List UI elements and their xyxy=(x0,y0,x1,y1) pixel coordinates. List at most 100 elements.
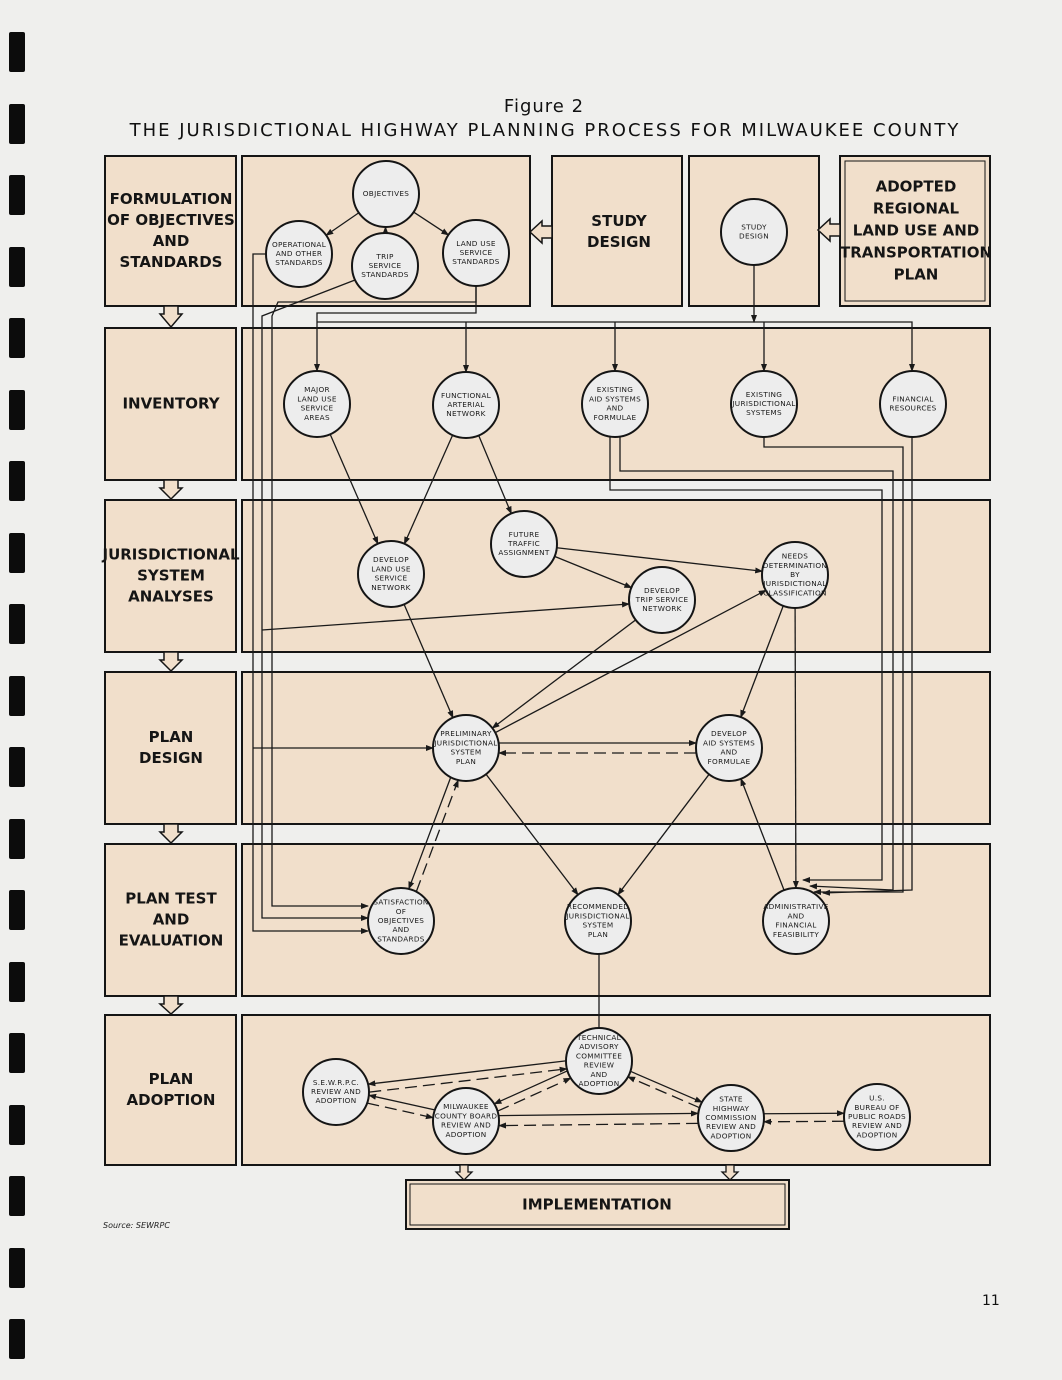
implementation-inner-border xyxy=(409,1183,786,1226)
edge-tac-to-county-board xyxy=(493,1070,568,1105)
stage-down-arrow-icon xyxy=(158,305,184,329)
node-objectives: OBJECTIVES xyxy=(352,160,420,228)
binding-mark xyxy=(9,1319,25,1359)
stage-box-plan-adoption xyxy=(104,1014,237,1166)
adopted-plan-box xyxy=(839,155,991,307)
edge-county-board-to-sewrpc xyxy=(368,1093,435,1111)
edge-satisfaction-to-preliminary xyxy=(415,779,459,892)
node-circle xyxy=(357,540,425,608)
adopted-plan-inner-border xyxy=(844,160,986,302)
edge-develop-aid-to-recommended xyxy=(617,773,710,896)
edge-state-highway-to-bpr xyxy=(763,1110,845,1117)
node-circle xyxy=(628,566,696,634)
binding-mark xyxy=(9,962,25,1002)
stage-box-formulation xyxy=(104,155,237,307)
connector-line xyxy=(609,436,883,883)
connector-line xyxy=(317,321,915,372)
stage-content-analyses xyxy=(241,499,991,653)
node-circle xyxy=(265,220,333,288)
node-label: OBJECTIVES xyxy=(363,189,410,198)
binding-mark xyxy=(9,1248,25,1288)
edge-state-highway-to-tac xyxy=(627,1076,700,1109)
stage-down-arrow-icon xyxy=(158,995,184,1016)
binding-mark xyxy=(9,604,25,644)
plan-to-study-arrow-icon xyxy=(816,217,841,243)
edge-needs-to-develop-aid xyxy=(740,605,784,719)
edge-county-board-to-tac xyxy=(497,1077,572,1112)
study-design-box xyxy=(551,155,683,307)
edge-develop-land-use-to-preliminary xyxy=(403,604,454,719)
binding-mark xyxy=(9,390,25,430)
stage-box-plan-test xyxy=(104,843,237,997)
edge-functional-arterial-to-future-traffic xyxy=(478,435,512,515)
stage-down-arrow-icon xyxy=(158,651,184,673)
stage-label-inventory: INVENTORY xyxy=(122,395,220,413)
edge-future-traffic-to-develop-trip xyxy=(554,555,633,589)
source-note: Source: SEWRPC xyxy=(103,1221,170,1230)
stage-box-plan-design xyxy=(104,671,237,825)
node-circle xyxy=(352,160,420,228)
connector-line xyxy=(261,601,630,631)
binding-mark xyxy=(9,533,25,573)
implementation-box xyxy=(405,1179,790,1230)
edge-sewrpc-to-county-board xyxy=(367,1102,434,1120)
edge-preliminary-to-recommended xyxy=(485,773,579,896)
edge-state-highway-to-county-board xyxy=(498,1122,699,1129)
node-circle xyxy=(730,370,798,438)
edge-preliminary-to-needs xyxy=(494,589,767,734)
edge-objectives-to-operational xyxy=(325,212,360,236)
node-circle xyxy=(843,1083,911,1151)
binding-mark xyxy=(9,747,25,787)
node-circle xyxy=(432,714,500,782)
edge-needs-to-admin-financial xyxy=(792,607,799,890)
connector-line xyxy=(619,436,894,891)
figure-number: Figure 2 xyxy=(503,96,585,117)
node-circle xyxy=(432,1087,500,1155)
binding-mark xyxy=(9,104,25,144)
node-circle xyxy=(762,887,830,955)
node-circle xyxy=(302,1058,370,1126)
node-circle xyxy=(367,887,435,955)
edge-preliminary-to-satisfaction xyxy=(408,777,452,890)
binding-mark xyxy=(9,32,25,72)
edge-future-traffic-to-needs xyxy=(556,547,764,574)
stage-box-inventory xyxy=(104,327,237,481)
figure-title: THE JURISDICTIONAL HIGHWAY PLANNING PROC… xyxy=(129,120,961,141)
stage-box-analyses xyxy=(104,499,237,653)
stage-down-arrow-icon xyxy=(158,823,184,845)
